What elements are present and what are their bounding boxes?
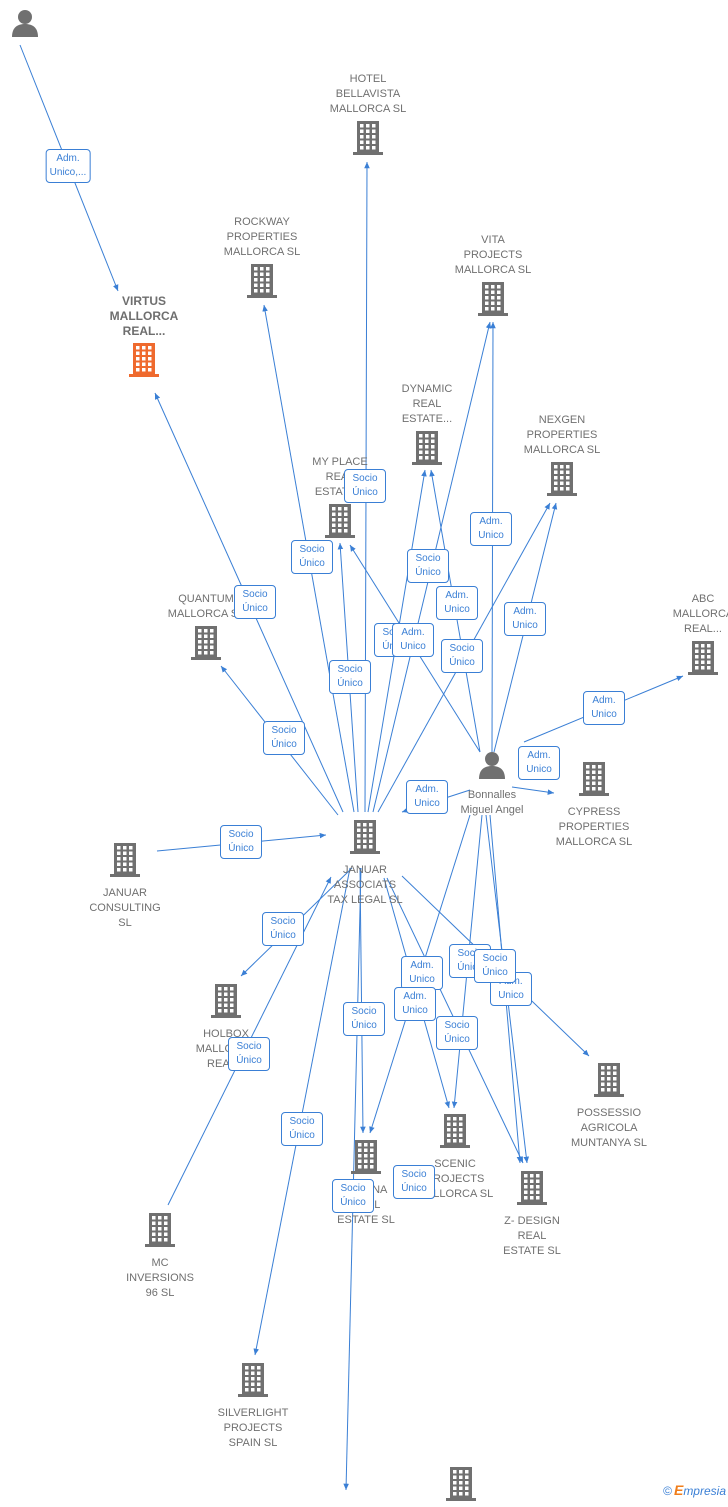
edge-label[interactable]: Socio Único xyxy=(344,469,386,503)
building-icon xyxy=(546,461,578,502)
edge-januar-marina xyxy=(359,867,366,1134)
edge-label[interactable]: Adm. Unico xyxy=(406,780,448,814)
edge-label[interactable]: Socio Único xyxy=(474,949,516,983)
node-label: POSSESSIO AGRICOLA MUNTANYA SL xyxy=(571,1106,647,1149)
building-icon xyxy=(210,983,242,1024)
brand-name: mpresia xyxy=(683,1484,726,1498)
copyright-symbol: © xyxy=(663,1484,672,1498)
edge-label[interactable]: Adm. Unico xyxy=(518,746,560,780)
building-icon xyxy=(411,430,443,471)
node-label: Z- DESIGN REAL ESTATE SL xyxy=(503,1214,561,1257)
building-icon xyxy=(477,281,509,322)
node-holbox[interactable]: HOLBOX MALLORCA REAL... xyxy=(171,983,281,1072)
node-p-top[interactable] xyxy=(0,5,80,43)
edge-label[interactable]: Adm. Unico xyxy=(470,512,512,546)
building-icon xyxy=(516,1170,548,1211)
node-label: NEXGEN PROPERTIES MALLORCA SL xyxy=(523,413,601,456)
node-abc[interactable]: ABC MALLORCA REAL... xyxy=(648,592,728,681)
edge-label[interactable]: Socio Único xyxy=(291,540,333,574)
building-icon xyxy=(687,640,719,681)
edge-label[interactable]: Adm. Unico xyxy=(504,602,546,636)
edge-label[interactable]: Socio Único xyxy=(436,1016,478,1050)
node-rockway[interactable]: ROCKWAY PROPERTIES MALLORCA SL xyxy=(207,215,317,304)
empresia-copyright: ©Empresia xyxy=(663,1482,726,1498)
building-icon xyxy=(109,842,141,883)
building-icon xyxy=(578,761,610,802)
node-label: DYNAMIC REAL ESTATE... xyxy=(401,382,453,425)
node-label: VITA PROJECTS MALLORCA SL xyxy=(454,233,532,276)
node-label: ROCKWAY PROPERTIES MALLORCA SL xyxy=(223,215,301,258)
node-p-mid[interactable]: Bonnalles Miguel Angel xyxy=(437,750,547,818)
building-icon xyxy=(352,120,384,161)
edge-label[interactable]: Adm. Unico xyxy=(436,586,478,620)
node-silverlight[interactable]: SILVERLIGHT PROJECTS SPAIN SL xyxy=(198,1362,308,1451)
building-icon xyxy=(324,503,356,544)
edge-label[interactable]: Socio Único xyxy=(220,825,262,859)
node-label: JANUAR CONSULTING SL xyxy=(89,886,161,929)
node-label: MC INVERSIONS 96 SL xyxy=(126,1256,194,1299)
building-icon xyxy=(144,1212,176,1253)
node-bottom[interactable] xyxy=(406,1463,516,1507)
edge-label[interactable]: Socio Único xyxy=(228,1037,270,1071)
edge-label[interactable]: Adm. Unico xyxy=(394,987,436,1021)
edge-label[interactable]: Adm. Unico xyxy=(392,623,434,657)
brand-initial: E xyxy=(673,1482,684,1498)
node-virtus[interactable]: VIRTUS MALLORCA REAL... xyxy=(89,294,199,383)
node-label: QUANTUM MALLORCA SL xyxy=(167,592,244,620)
edge-label[interactable]: Socio Único xyxy=(281,1112,323,1146)
edge-label[interactable]: Socio Único xyxy=(263,721,305,755)
person-icon xyxy=(477,750,507,785)
node-label: VIRTUS MALLORCA REAL... xyxy=(109,293,179,338)
node-hotel[interactable]: HOTEL BELLAVISTA MALLORCA SL xyxy=(313,72,423,161)
node-possessio[interactable]: POSSESSIO AGRICOLA MUNTANYA SL xyxy=(554,1062,664,1151)
node-cypress[interactable]: CYPRESS PROPERTIES MALLORCA SL xyxy=(539,761,649,850)
node-nexgen[interactable]: NEXGEN PROPERTIES MALLORCA SL xyxy=(507,413,617,502)
node-label: SILVERLIGHT PROJECTS SPAIN SL xyxy=(217,1406,289,1449)
node-januar[interactable]: JANUAR ASSOCIATS TAX LEGAL SL xyxy=(310,819,420,908)
node-label: HOTEL BELLAVISTA MALLORCA SL xyxy=(329,72,407,115)
edge-label[interactable]: Socio Único xyxy=(329,660,371,694)
node-label: CYPRESS PROPERTIES MALLORCA SL xyxy=(555,805,633,848)
edge-label[interactable]: Socio Único xyxy=(262,912,304,946)
node-label: JANUAR ASSOCIATS TAX LEGAL SL xyxy=(327,863,403,906)
node-vita[interactable]: VITA PROJECTS MALLORCA SL xyxy=(438,233,548,322)
edge-januar-silverlight xyxy=(253,867,351,1356)
node-januarcons[interactable]: JANUAR CONSULTING SL xyxy=(70,842,180,931)
building-icon xyxy=(190,625,222,666)
edge-label[interactable]: Socio Único xyxy=(441,639,483,673)
building-icon xyxy=(237,1362,269,1403)
node-dynamic[interactable]: DYNAMIC REAL ESTATE... xyxy=(372,382,482,471)
edge-p-mid-cypress xyxy=(511,786,555,795)
node-label: ABC MALLORCA REAL... xyxy=(672,592,728,635)
edge-label[interactable]: Socio Único xyxy=(332,1179,374,1213)
node-mc[interactable]: MC INVERSIONS 96 SL xyxy=(105,1212,215,1301)
node-zdesign[interactable]: Z- DESIGN REAL ESTATE SL xyxy=(477,1170,587,1259)
building-icon xyxy=(445,1466,477,1507)
edge-label[interactable]: Socio Único xyxy=(234,585,276,619)
edge-label[interactable]: Adm. Unico,... xyxy=(45,149,91,183)
building-icon xyxy=(349,819,381,860)
edge-label[interactable]: Adm. Unico xyxy=(583,691,625,725)
building-icon xyxy=(439,1113,471,1154)
edge-label[interactable]: Socio Único xyxy=(407,549,449,583)
edge-label[interactable]: Adm. Unico xyxy=(401,956,443,990)
edge-label[interactable]: Socio Único xyxy=(343,1002,385,1036)
node-label: Bonnalles Miguel Angel xyxy=(460,788,524,816)
building-icon xyxy=(128,342,160,383)
person-icon xyxy=(10,8,40,43)
building-icon xyxy=(246,263,278,304)
building-icon xyxy=(350,1139,382,1180)
edge-label[interactable]: Socio Único xyxy=(393,1165,435,1199)
building-icon xyxy=(593,1062,625,1103)
